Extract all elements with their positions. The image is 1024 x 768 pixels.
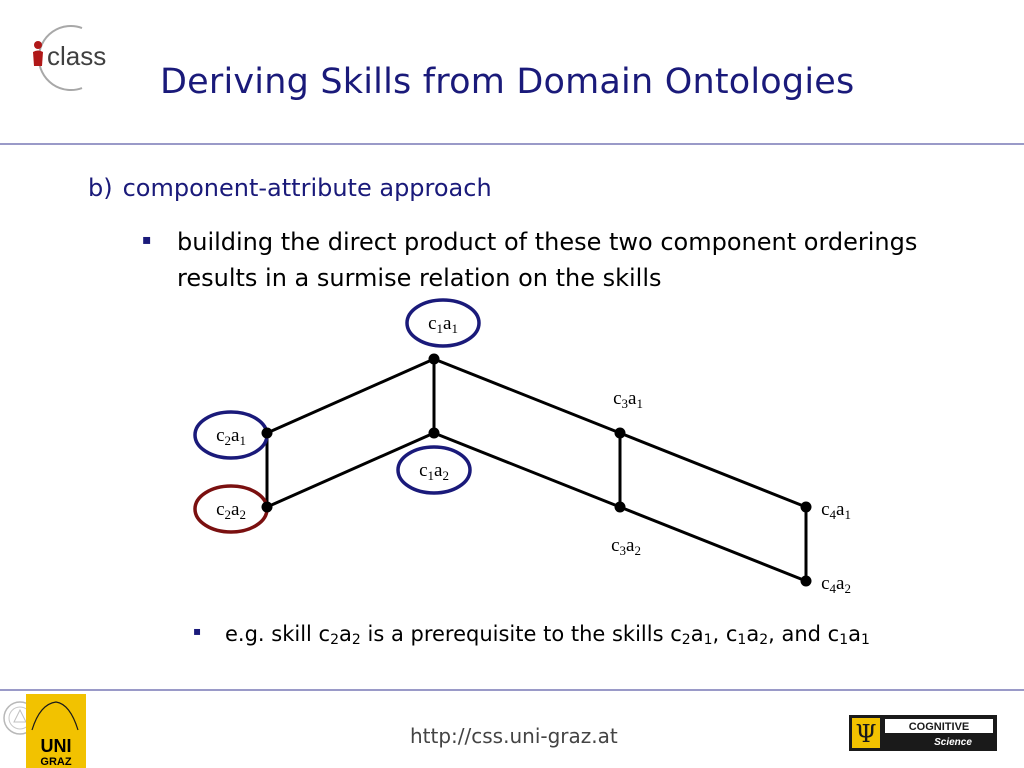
- example-part: e.g. skill c: [225, 622, 331, 646]
- example-sub: 2: [351, 632, 361, 648]
- highlight-ring-c1a2: [396, 445, 472, 495]
- highlight-ring-c1a1: [405, 298, 481, 348]
- label-c2a1: c2a1: [216, 425, 246, 448]
- example-part: is a prerequisite to the skills c: [360, 622, 682, 646]
- diagram-highlight-rings: [193, 298, 481, 534]
- diagram-edges: [265, 357, 808, 583]
- logo-text: class: [47, 41, 106, 71]
- node-c2a1: [261, 427, 273, 439]
- diagram-labels: c1a1 c2a1 c1a2 c3a1 c2a2 c3a2 c4a1 c4a2: [216, 313, 851, 596]
- example-part: a: [746, 622, 760, 646]
- node-c4a2: [800, 575, 812, 587]
- uni-logo-line2: GRAZ: [40, 756, 71, 768]
- label-c3a2: c3a2: [611, 535, 641, 558]
- uni-graz-logo: UNI GRAZ: [26, 694, 86, 768]
- example-part: a: [690, 622, 704, 646]
- label-c4a2: c4a2: [821, 573, 851, 596]
- edge-c1a2-c3a2: [433, 431, 621, 509]
- label-c1a2: c1a2: [419, 460, 449, 483]
- example-text: e.g. skill c2a2 is a prerequisite to the…: [225, 616, 945, 652]
- section-heading: b) component-attribute approach: [88, 174, 492, 202]
- example-sub: 1: [737, 632, 747, 648]
- section-label: b): [88, 174, 113, 202]
- science-text: Science: [934, 737, 972, 748]
- cognitive-science-logo: Ψ COGNITIVE Science: [849, 715, 997, 751]
- example-sub: 1: [839, 632, 849, 648]
- header-divider: [0, 143, 1024, 145]
- edge-c1a1-c3a1: [433, 357, 621, 435]
- example-sub: 2: [330, 632, 340, 648]
- cognitive-text: COGNITIVE: [909, 721, 970, 733]
- edge-c3a1-c4a1: [619, 431, 807, 509]
- footer-divider: [0, 689, 1024, 691]
- label-c4a1: c4a1: [821, 499, 851, 522]
- node-c4a1: [800, 501, 812, 513]
- example-sub: 1: [861, 632, 870, 648]
- example-part: a: [339, 622, 352, 646]
- node-c2a2: [261, 501, 273, 513]
- example-part: a: [848, 622, 861, 646]
- diagram-nodes: [261, 353, 812, 587]
- bullet-marker: ▪: [142, 232, 152, 248]
- label-c2a2: c2a2: [216, 499, 246, 522]
- node-c3a1: [614, 427, 626, 439]
- sub-bullet-marker: ▪: [193, 624, 202, 638]
- surmise-relation-diagram: c1a1 c2a1 c1a2 c3a1 c2a2 c3a2 c4a1 c4a2: [193, 298, 851, 596]
- node-c3a2: [614, 501, 626, 513]
- logo-figure: [33, 50, 43, 66]
- page-title: Deriving Skills from Domain Ontologies: [160, 62, 855, 102]
- label-c1a1: c1a1: [428, 313, 458, 336]
- edge-c1a2-c2a2: [266, 431, 435, 509]
- node-c1a2: [428, 427, 440, 439]
- iclass-logo: class: [33, 25, 106, 91]
- node-c1a1: [428, 353, 440, 365]
- example-part: , and c: [768, 622, 840, 646]
- footer-url: http://css.uni-graz.at: [410, 724, 618, 748]
- bullet-text: building the direct product of these two…: [177, 228, 918, 292]
- psi-icon: Ψ: [855, 720, 876, 748]
- example-sub: 2: [681, 632, 691, 648]
- section-text: component-attribute approach: [122, 174, 492, 202]
- example-part: , c: [712, 622, 738, 646]
- edge-c3a2-c4a2: [619, 505, 807, 583]
- logo-dot: [34, 41, 42, 49]
- edge-c1a1-c2a1: [266, 357, 435, 435]
- uni-logo-line1: UNI: [41, 736, 72, 756]
- label-c3a1: c3a1: [613, 388, 643, 411]
- example-sub: 2: [759, 632, 769, 648]
- example-sub: 1: [703, 632, 713, 648]
